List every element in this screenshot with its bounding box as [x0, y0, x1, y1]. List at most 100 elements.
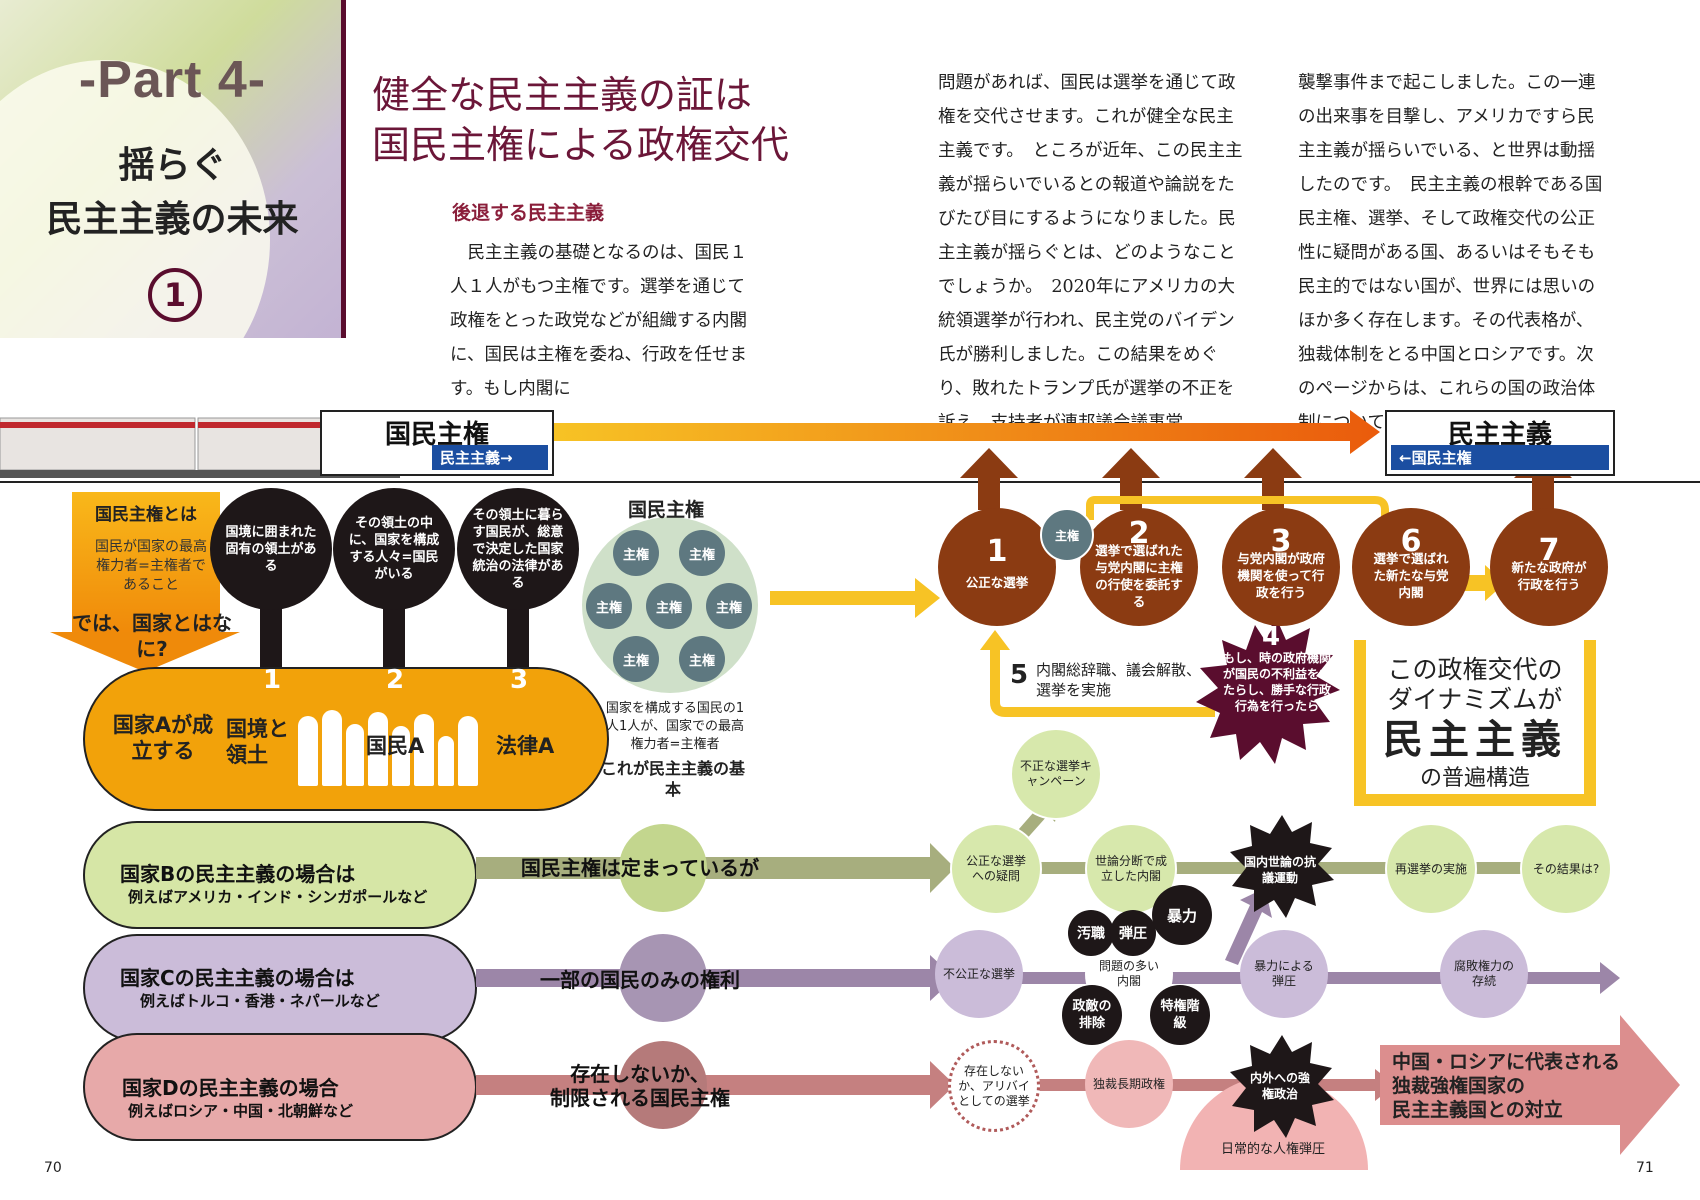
issue-oppression: 弾圧 — [1110, 910, 1156, 956]
state-d-sovereignty — [619, 1041, 707, 1129]
cycle-step-3-text: 与党内閣が政府機関を使って行政を行う — [1237, 551, 1325, 600]
sovereignty-emph: これが民主主義の基本 — [600, 759, 745, 799]
b-flow-4-text: 再選挙の実施 — [1394, 861, 1467, 876]
state-a-item3: 法律A — [496, 734, 555, 758]
cycle-step-6-num: 6 — [1400, 524, 1422, 559]
state-d-band-line2: 制限される国民主権 — [550, 1086, 730, 1110]
d-flow-1: 存在しないか、アリバイとしての選挙 — [948, 1040, 1040, 1132]
dynamism-line2: ダイナミズムが — [1387, 685, 1563, 714]
d-flow-3: 内外への強権政治 — [1240, 1064, 1320, 1108]
cycle-step-6-text: 選挙で選ばれた新たな与党内閣 — [1373, 551, 1449, 600]
b-flow-1-text: 公正な選挙への疑問 — [965, 854, 1026, 883]
state-c-sovereignty — [619, 934, 707, 1022]
up-arrow-2 — [1102, 448, 1160, 510]
issue-elimination: 政敵の排除 — [1062, 985, 1122, 1045]
b-flow-5: その結果は? — [1520, 823, 1612, 915]
c-flow-4: 腐敗権力の存続 — [1440, 930, 1528, 1018]
cycle-step-1-num: 1 — [986, 534, 1008, 569]
state-c-band — [476, 955, 955, 1001]
token-5: 主権 — [706, 583, 752, 629]
state-b-band-label: 国民主権は定まっているが — [520, 856, 760, 880]
b-flow-5-text: その結果は? — [1532, 861, 1600, 876]
station-kokumin-sign: 民主主義→ — [432, 445, 548, 470]
kokumin-box-title: 国民主権とは — [95, 505, 197, 525]
token-4: 主権 — [646, 583, 692, 629]
issue-privilege-text: 特権階級 — [1160, 999, 1200, 1031]
step4-starburst — [1196, 615, 1340, 764]
cycle-step-1: 1 公正な選挙 — [938, 508, 1056, 626]
state-d-result-line1: 中国・ロシアに代表される — [1392, 1051, 1621, 1073]
loop-return — [990, 645, 1215, 717]
condition-2-text: その領土の中に、国家を構成する人々=国民がいる — [348, 516, 440, 582]
sovereignty-desc: 国家を構成する国民の1人1人が、国家での最高権力者=主権者 — [605, 701, 745, 752]
b-flow-1: 公正な選挙への疑問 — [950, 823, 1042, 915]
state-d-band — [476, 1061, 955, 1109]
cycle-step-4-num: 4 — [1262, 622, 1281, 652]
state-d-result-line3: 民主主義国との対立 — [1392, 1099, 1563, 1121]
state-d-sub: 例えばロシア・中国・北朝鮮など — [128, 1102, 354, 1120]
up-arrow-1 — [960, 448, 1018, 510]
d-flow-3-text: 内外への強権政治 — [1250, 1071, 1311, 1101]
oppression-starburst — [1230, 1035, 1334, 1138]
token-7: 主権 — [679, 636, 725, 682]
kokumin-box-desc: 国民が国家の最高権力者=主権者であること — [95, 539, 207, 593]
issue-elimination-text: 政敵の排除 — [1072, 999, 1112, 1031]
cycle-step-2-num: 2 — [1128, 515, 1150, 551]
cycle-step-2: 2 選挙で選ばれた与党内閣に主権の行使を委託する — [1080, 508, 1198, 626]
c-flow-1: 不公正な選挙 — [935, 930, 1023, 1018]
kokumin-box — [72, 492, 220, 632]
token-2: 主権 — [679, 530, 725, 576]
state-c-title: 国家Cの民主主義の場合は — [120, 966, 355, 990]
condition-1-num: 1 — [263, 665, 282, 695]
state-d-band-line1: 存在しないか、 — [570, 1062, 710, 1086]
condition-3-text: その領土に暮らす国民が、総意で決定した国家統治の法律がある — [472, 507, 564, 591]
state-b-sub: 例えばアメリカ・インド・シンガポールなど — [128, 888, 428, 906]
dynamism-line3: 民主主義 — [1383, 717, 1567, 763]
state-b-title: 国家Bの民主主義の場合は — [120, 862, 356, 886]
condition-2: その領土の中に、国家を構成する人々=国民がいる — [333, 488, 455, 610]
condition-3-num: 3 — [510, 665, 529, 695]
b-flow-3-text: 国内世論の抗議運動 — [1243, 855, 1316, 885]
page-number-right: 71 — [1636, 1160, 1654, 1176]
condition-1: 国境に囲まれた固有の領土がある — [210, 488, 332, 610]
state-d-flow-arrow — [955, 1069, 1395, 1101]
part-label: -Part 4- — [78, 51, 267, 109]
station-minshu: 民主主義 ←国民主権 — [1385, 410, 1615, 476]
state-c-band-label: 一部の国民のみの権利 — [540, 968, 740, 992]
cycle-step-1-text: 公正な選挙 — [965, 575, 1029, 590]
cycle-step-7-text: 新たな政府が行政を行う — [1511, 559, 1587, 592]
people-silhouettes — [298, 708, 498, 786]
protest-starburst — [1230, 815, 1334, 918]
c-flow-3-text: 暴力による弾圧 — [1254, 959, 1314, 988]
kokumin-down-arrow — [50, 632, 240, 672]
token-3: 主権 — [586, 583, 632, 629]
station-minshu-sign: ←国民主権 — [1391, 445, 1609, 470]
dynamism-text: この政権交代の ダイナミズムが 民主主義 の普遍構造 — [1370, 655, 1580, 793]
part-title-line2: 民主主義の未来 — [46, 199, 299, 240]
state-c-sub: 例えばトルコ・香港・ネパールなど — [140, 992, 380, 1010]
c-flow-2-text: 問題の多い内閣 — [1099, 959, 1160, 988]
cycle-step-4-text: もし、時の政府機関が国民の不利益をもたらし、勝手な行政行為を行ったら — [1222, 651, 1331, 713]
state-a-item2: 国民A — [366, 734, 425, 758]
page-number-left: 70 — [44, 1160, 62, 1176]
heading-line2: 国民主権による政権交代 — [372, 123, 789, 167]
state-a-title: 国家Aが成立する — [112, 713, 214, 763]
cycle-step-5-num: 5 — [1010, 660, 1029, 690]
condition-3: その領土に暮らす国民が、総意で決定した国家統治の法律がある — [457, 488, 579, 610]
d-flow-2: 独裁長期政権 — [1085, 1040, 1173, 1128]
main-flow-arrow — [552, 410, 1380, 454]
title-divider — [341, 0, 346, 338]
d-flow-1-text: 存在しないか、アリバイとしての選挙 — [958, 1063, 1030, 1108]
state-b-sovereignty — [619, 824, 707, 912]
issue-corruption: 汚職 — [1068, 910, 1114, 956]
dynamism-bracket — [1354, 640, 1596, 806]
cycle-step-6: 6 選挙で選ばれた新たな与党内閣 — [1352, 508, 1470, 626]
dynamism-line1: この政権交代の — [1387, 655, 1563, 684]
token-1: 主権 — [613, 530, 659, 576]
part-number-badge: 1 — [148, 268, 202, 322]
b-flow-2-text: 世論分断で成立した内閣 — [1094, 854, 1167, 883]
cycle-step-5-text: 内閣総辞職、議会解散、選挙を実施 — [1036, 661, 1202, 699]
kokumin-box-question: では、国家とはなに? — [72, 611, 232, 661]
c-flow-1-text: 不公正な選挙 — [942, 966, 1015, 981]
state-d-title: 国家Dの民主主義の場合 — [122, 1076, 339, 1100]
